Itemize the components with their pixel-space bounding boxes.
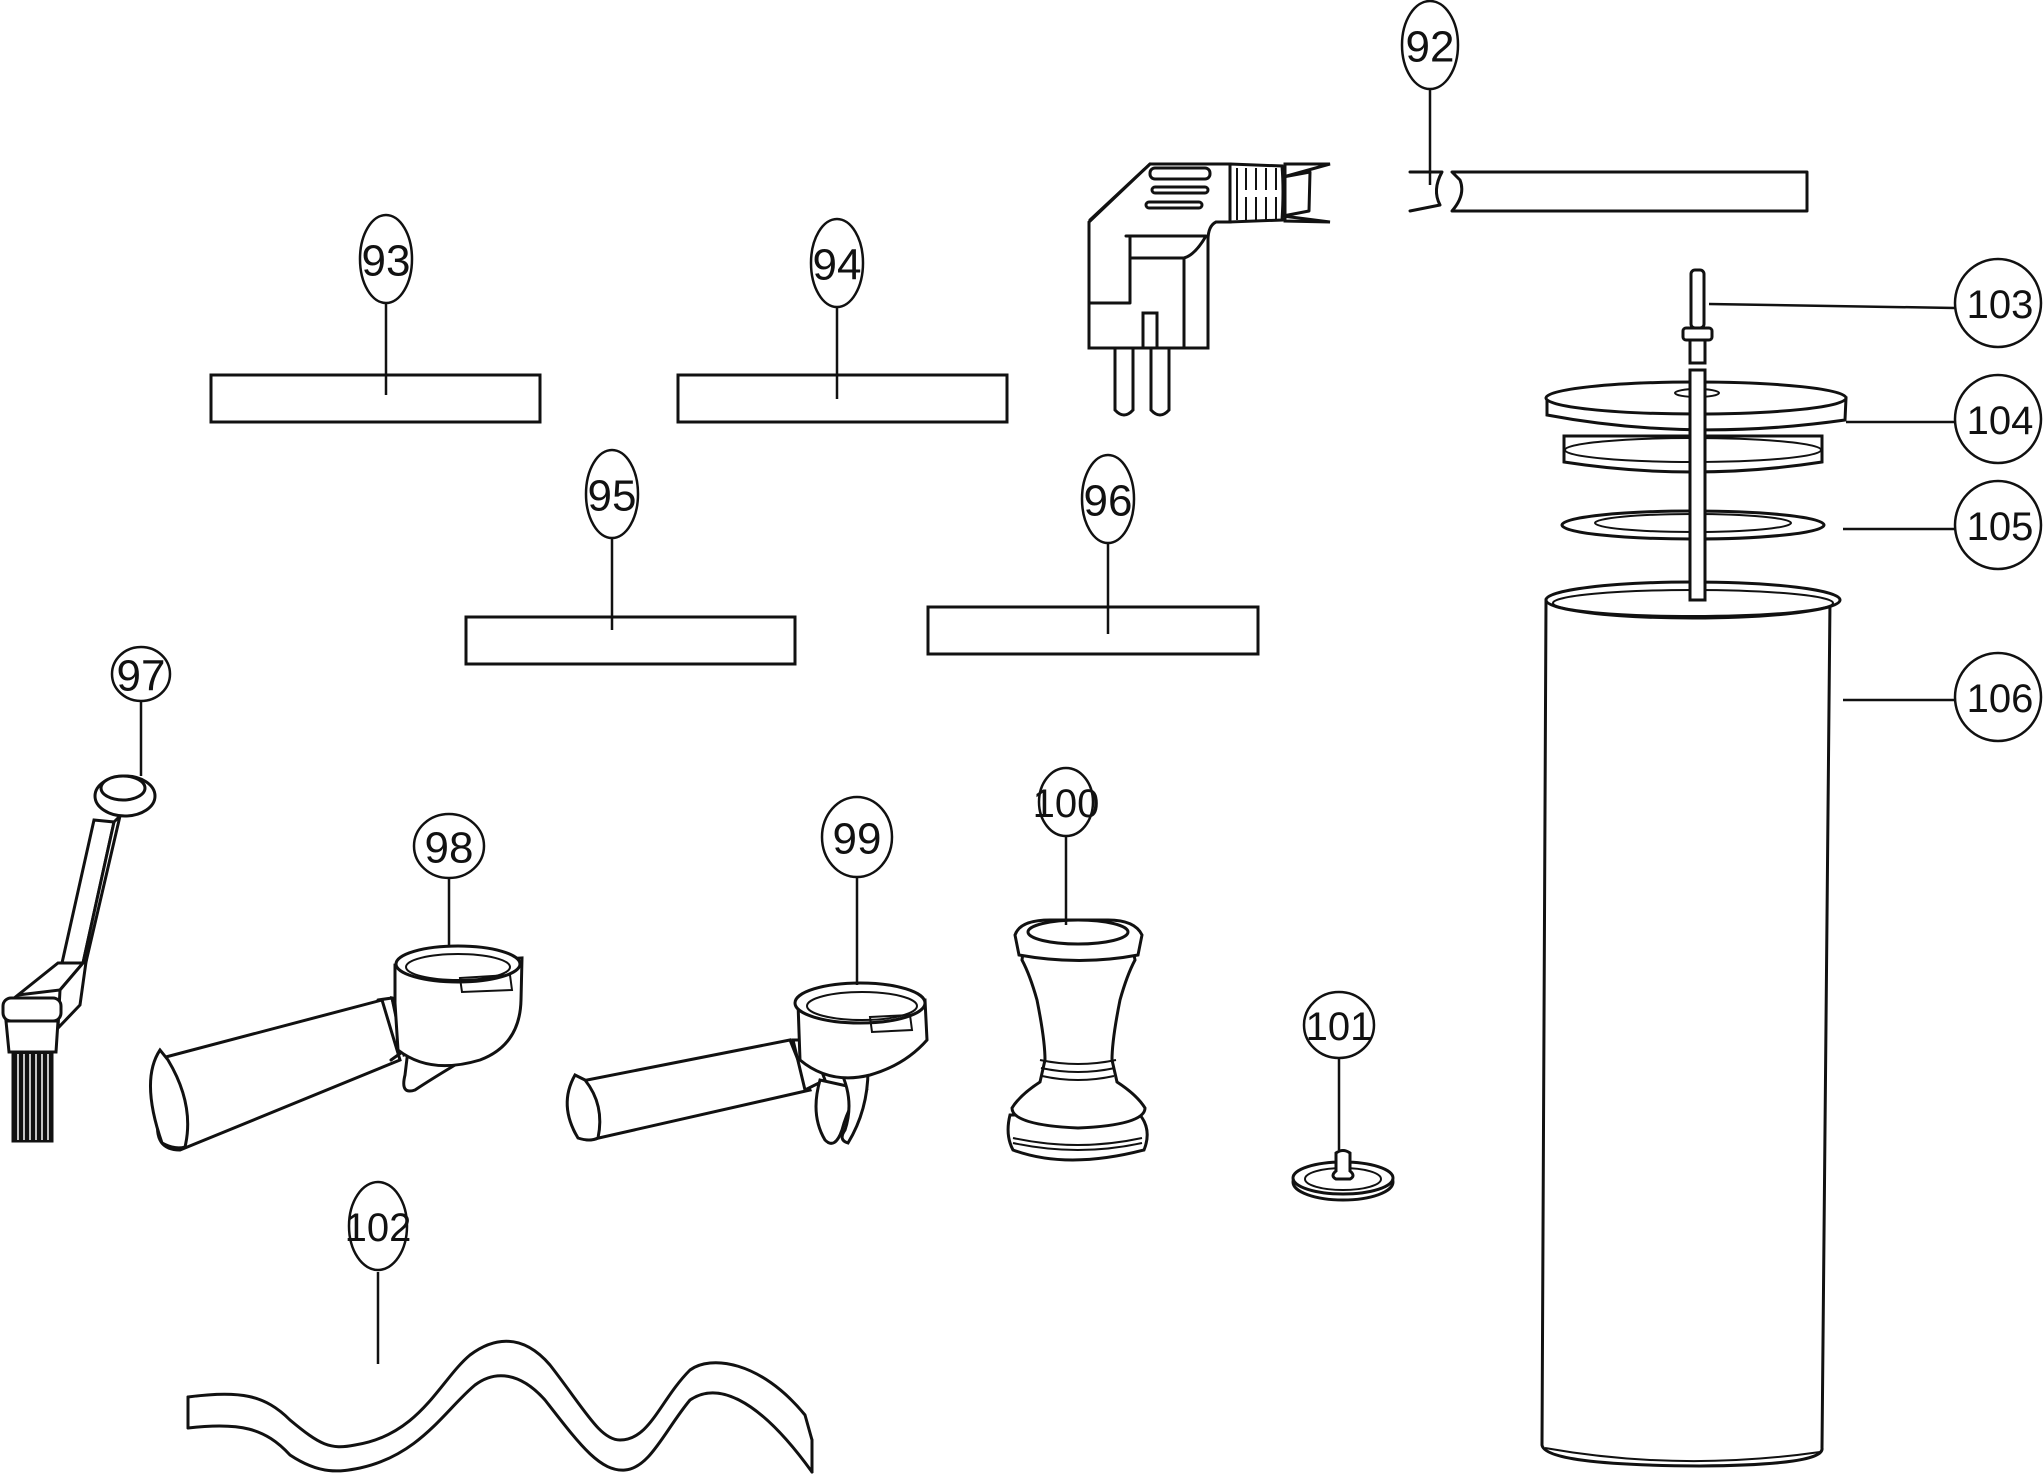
callout-101: 101 — [1302, 990, 1376, 1060]
callout-100: 100 — [1033, 766, 1100, 838]
part-95-plate — [464, 615, 797, 666]
callout-94: 94 — [809, 217, 865, 309]
callout-96: 96 — [1080, 453, 1136, 545]
callout-105-label: 105 — [1967, 505, 2034, 549]
part-106-water-tank — [1540, 580, 1842, 1468]
callout-93-label: 93 — [362, 237, 411, 286]
callout-106-label: 106 — [1967, 677, 2034, 721]
part-98-portafilter — [149, 944, 524, 1152]
callout-92-label: 92 — [1406, 23, 1455, 72]
callout-100-label: 100 — [1033, 782, 1100, 826]
callout-98: 98 — [412, 812, 486, 880]
callout-99: 99 — [820, 795, 894, 879]
callout-97-label: 97 — [117, 652, 166, 701]
callout-101-label: 101 — [1306, 1005, 1373, 1049]
part-97-brush — [1, 774, 157, 1143]
part-100-tamper — [1006, 918, 1149, 1162]
callout-94-label: 94 — [813, 241, 862, 290]
part-94-plate — [676, 373, 1009, 424]
callout-95: 95 — [584, 448, 640, 540]
part-93-plate — [209, 373, 542, 424]
part-103-connector — [1681, 268, 1714, 602]
part-101-disc — [1291, 1149, 1395, 1202]
callout-97: 97 — [110, 645, 172, 703]
callout-103: 103 — [1953, 257, 2043, 349]
part-102-hose — [186, 1339, 814, 1474]
callout-102: 102 — [345, 1180, 412, 1272]
callout-93: 93 — [358, 213, 414, 305]
callout-103-label: 103 — [1967, 283, 2034, 327]
callout-104: 104 — [1953, 373, 2043, 465]
part-92-power-cord — [1087, 162, 1809, 417]
part-96-plate — [926, 605, 1260, 656]
callout-92: 92 — [1400, 0, 1460, 91]
callout-104-label: 104 — [1967, 399, 2034, 443]
callout-96-label: 96 — [1084, 477, 1133, 526]
callout-95-label: 95 — [588, 472, 637, 521]
part-99-portafilter — [565, 981, 929, 1145]
callout-106: 106 — [1953, 651, 2043, 743]
leader-103 — [1708, 302, 1956, 310]
callout-99-label: 99 — [833, 815, 882, 864]
callout-105: 105 — [1953, 479, 2043, 571]
callout-98-label: 98 — [425, 824, 474, 873]
callout-102-label: 102 — [345, 1206, 412, 1250]
